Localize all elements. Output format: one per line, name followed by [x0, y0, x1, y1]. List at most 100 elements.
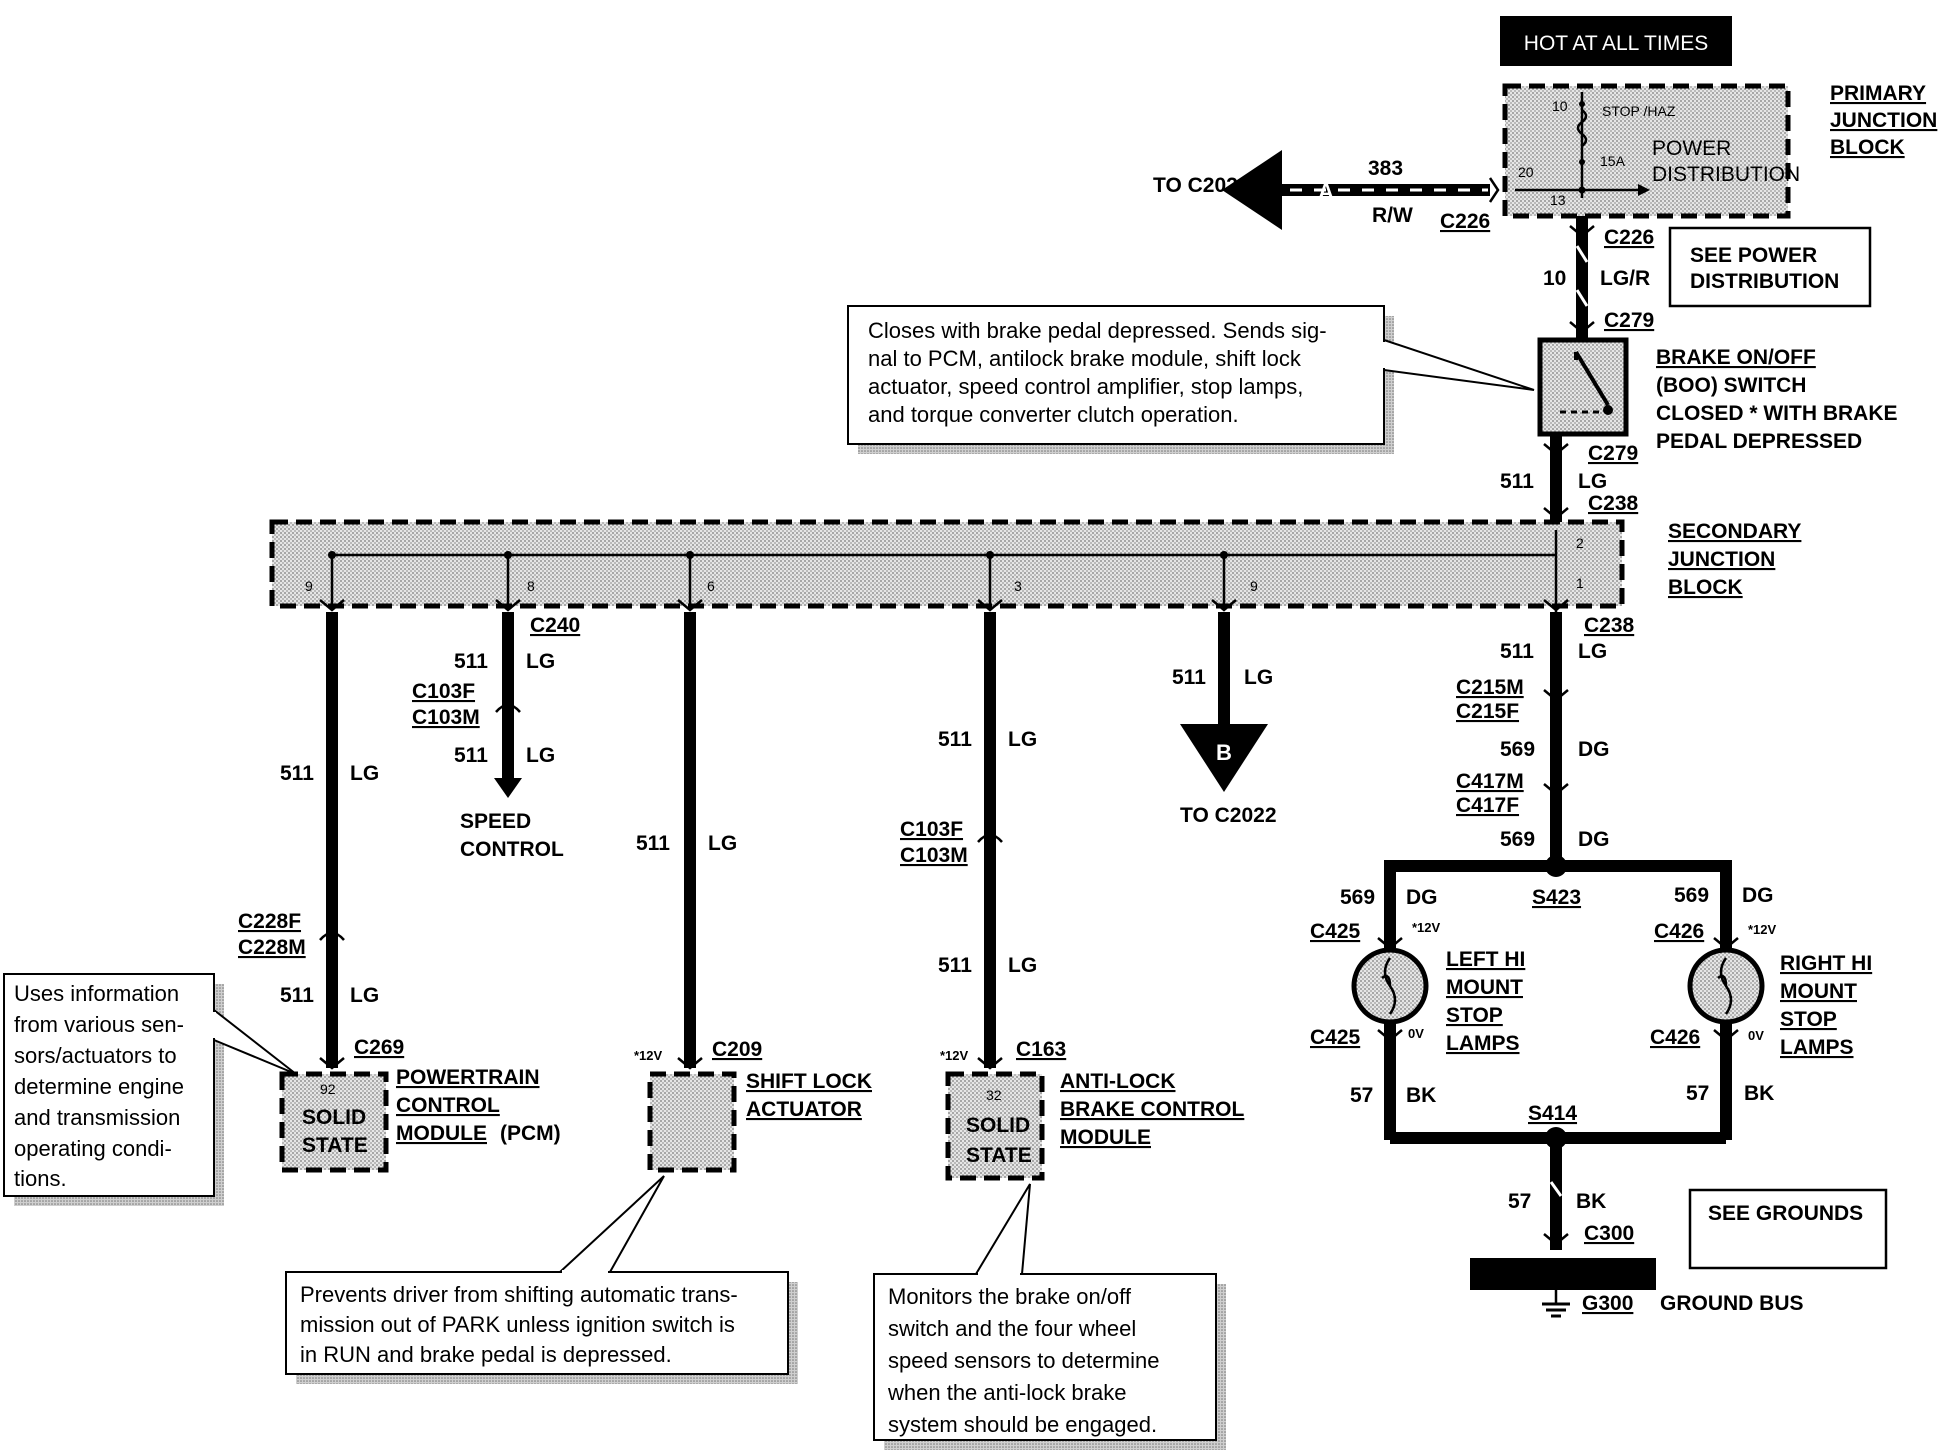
svg-text:BLOCK: BLOCK — [1830, 136, 1905, 159]
stop-lamp-branch: C238 511 LG C215M C215F 569 DG C417M C41… — [1310, 599, 1872, 1318]
svg-text:57: 57 — [1686, 1082, 1709, 1105]
svg-text:511: 511 — [454, 744, 488, 767]
svg-text:511: 511 — [454, 650, 488, 673]
svg-text:tions.: tions. — [14, 1166, 67, 1191]
svg-text:BK: BK — [1576, 1190, 1606, 1213]
svg-text:LAMPS: LAMPS — [1780, 1036, 1854, 1059]
svg-text:LG: LG — [350, 984, 379, 1007]
svg-text:TO C2022: TO C2022 — [1180, 804, 1277, 827]
shift-lock-callout: Prevents driver from shifting automatic … — [285, 1175, 798, 1384]
svg-text:511: 511 — [1172, 666, 1206, 689]
svg-text:ANTI-LOCK: ANTI-LOCK — [1060, 1070, 1175, 1093]
main-feed-wire: C226 10 LG/R C279 — [1543, 216, 1654, 340]
svg-text:LG: LG — [1244, 666, 1273, 689]
svg-text:15A: 15A — [1600, 153, 1626, 169]
brake-on-off-switch: BRAKE ON/OFF (BOO) SWITCH CLOSED * WITH … — [1537, 337, 1898, 453]
svg-text:LG/R: LG/R — [1600, 267, 1650, 290]
svg-text:511: 511 — [938, 728, 972, 751]
see-power-distribution-box[interactable]: SEE POWER DISTRIBUTION — [1668, 226, 1872, 308]
svg-text:SPEED: SPEED — [460, 810, 531, 833]
svg-text:511: 511 — [280, 762, 314, 785]
svg-text:BK: BK — [1406, 1084, 1436, 1107]
svg-text:511: 511 — [636, 832, 670, 855]
svg-text:POWERTRAIN: POWERTRAIN — [396, 1066, 540, 1089]
svg-text:C163: C163 — [1016, 1038, 1066, 1061]
shift-lock-branch: 511 LG *12V C209 SHIFT LOCK ACTUATOR — [634, 599, 872, 1173]
svg-text:511: 511 — [1500, 470, 1534, 493]
svg-text:DISTRIBUTION: DISTRIBUTION — [1690, 270, 1839, 293]
boo-callout: Closes with brake pedal depressed. Sends… — [847, 305, 1535, 454]
svg-text:determine engine: determine engine — [14, 1074, 184, 1099]
svg-text:Prevents driver from shifting: Prevents driver from shifting automatic … — [300, 1282, 738, 1307]
svg-text:(BOO) SWITCH: (BOO) SWITCH — [1656, 374, 1806, 397]
svg-text:operating condi-: operating condi- — [14, 1136, 172, 1161]
svg-text:569: 569 — [1674, 884, 1709, 907]
svg-text:13: 13 — [1550, 192, 1566, 208]
svg-text:RIGHT HI: RIGHT HI — [1780, 952, 1872, 975]
secondary-junction-block: SECONDARY JUNCTION BLOCK 9 8 6 3 9 2 1 — [269, 519, 1801, 612]
svg-text:9: 9 — [1250, 578, 1258, 594]
svg-text:ACTUATOR: ACTUATOR — [746, 1098, 862, 1121]
svg-text:569: 569 — [1340, 886, 1375, 909]
svg-text:511: 511 — [938, 954, 972, 977]
svg-text:LAMPS: LAMPS — [1446, 1032, 1520, 1055]
svg-text:mission out of PARK unless ign: mission out of PARK unless ignition swit… — [300, 1312, 735, 1337]
svg-text:CONTROL: CONTROL — [460, 838, 564, 861]
svg-text:MODULE: MODULE — [1060, 1126, 1151, 1149]
svg-text:HOT AT ALL TIMES: HOT AT ALL TIMES — [1524, 32, 1708, 55]
svg-text:Uses information: Uses information — [14, 981, 179, 1006]
svg-text:C279: C279 — [1604, 309, 1654, 332]
svg-text:from various sen-: from various sen- — [14, 1012, 184, 1037]
svg-text:S414: S414 — [1528, 1102, 1577, 1125]
svg-text:speed sensors to determine: speed sensors to determine — [888, 1348, 1160, 1373]
svg-text:LG: LG — [1578, 470, 1607, 493]
svg-text:(PCM): (PCM) — [500, 1122, 561, 1145]
svg-text:*12V: *12V — [634, 1048, 663, 1063]
svg-text:C238: C238 — [1584, 614, 1635, 637]
triangle-letter-a: A — [1318, 179, 1334, 204]
svg-text:B: B — [1216, 740, 1232, 765]
svg-text:*12V: *12V — [940, 1048, 969, 1063]
svg-text:BRAKE ON/OFF: BRAKE ON/OFF — [1656, 346, 1816, 369]
svg-text:DG: DG — [1578, 828, 1610, 851]
svg-text:C238: C238 — [1588, 492, 1639, 515]
svg-text:C425: C425 — [1310, 920, 1361, 943]
svg-text:92: 92 — [320, 1081, 336, 1097]
svg-text:LG: LG — [350, 762, 379, 785]
svg-text:C103M: C103M — [900, 844, 968, 867]
primary-junction-block: PRIMARY JUNCTION BLOCK 10 STOP /HAZ 15A … — [1502, 82, 1937, 219]
svg-text:C426: C426 — [1650, 1026, 1700, 1049]
svg-text:actuator, speed control amplif: actuator, speed control amplifier, stop … — [868, 374, 1303, 399]
svg-text:LG: LG — [1578, 640, 1607, 663]
svg-text:*12V: *12V — [1748, 922, 1777, 937]
svg-text:MOUNT: MOUNT — [1446, 976, 1523, 999]
svg-text:DISTRIBUTION: DISTRIBUTION — [1652, 163, 1800, 186]
hot-at-all-times-label: HOT AT ALL TIMES — [1500, 16, 1732, 66]
svg-text:C269: C269 — [354, 1036, 404, 1059]
svg-text:STATE: STATE — [966, 1144, 1032, 1167]
svg-text:C426: C426 — [1654, 920, 1704, 943]
svg-text:C209: C209 — [712, 1038, 762, 1061]
svg-text:DG: DG — [1578, 738, 1610, 761]
svg-text:SOLID: SOLID — [966, 1114, 1030, 1137]
svg-text:MODULE: MODULE — [396, 1122, 487, 1145]
svg-text:511: 511 — [1500, 640, 1534, 663]
svg-text:in RUN and brake pedal is depr: in RUN and brake pedal is depressed. — [300, 1342, 672, 1367]
svg-text:BK: BK — [1744, 1082, 1774, 1105]
svg-text:57: 57 — [1350, 1084, 1373, 1107]
svg-text:Monitors the brake on/off: Monitors the brake on/off — [888, 1284, 1132, 1309]
svg-text:*12V: *12V — [1412, 920, 1441, 935]
svg-text:6: 6 — [707, 578, 715, 594]
svg-text:DG: DG — [1742, 884, 1774, 907]
sjb-tap-node-2 — [504, 551, 512, 559]
svg-text:LG: LG — [526, 650, 555, 673]
svg-text:C103M: C103M — [412, 706, 480, 729]
see-grounds-box[interactable]: SEE GROUNDS — [1688, 1188, 1888, 1270]
svg-text:STOP: STOP — [1446, 1004, 1503, 1027]
svg-text:C425: C425 — [1310, 1026, 1361, 1049]
svg-text:3: 3 — [1014, 578, 1022, 594]
svg-text:32: 32 — [986, 1087, 1002, 1103]
svg-text:LEFT HI: LEFT HI — [1446, 948, 1525, 971]
svg-text:G300: G300 — [1582, 1292, 1633, 1315]
svg-text:STATE: STATE — [302, 1134, 368, 1157]
